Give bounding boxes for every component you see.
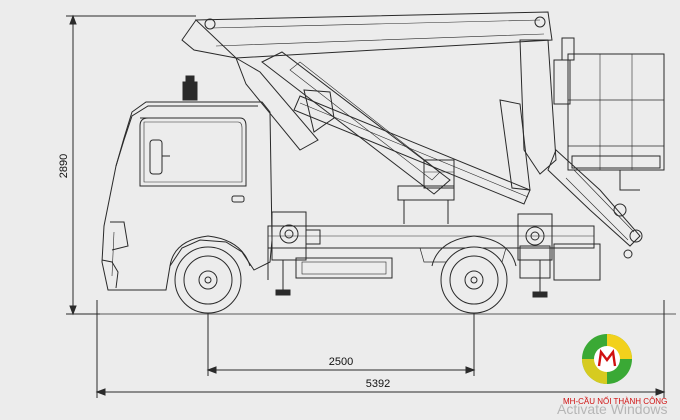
- lower-boom-arm: [261, 51, 451, 195]
- truck-cab: [101, 101, 273, 291]
- hydraulic-cylinder: [235, 39, 557, 205]
- cab-window: [139, 117, 247, 187]
- rear-wheel: [431, 235, 517, 314]
- logo-caption: MH-CẦU NỐI THÀNH CÔNG: [563, 397, 668, 406]
- height-dimension-label: 2890: [58, 154, 70, 178]
- overall-length-dimension-line: [95, 300, 666, 398]
- overall-length-dimension-label: 5392: [366, 378, 390, 390]
- work-basket: [553, 37, 665, 191]
- wheelbase-dimension-line: [206, 264, 476, 376]
- door-handle: [231, 195, 245, 203]
- mirror: [149, 139, 170, 175]
- mh-logo-icon: [582, 334, 632, 384]
- front-outrigger: [271, 211, 321, 296]
- front-wheel: [169, 235, 251, 314]
- boom-base: [397, 159, 455, 224]
- activate-windows-watermark: Activate Windows: [557, 401, 668, 417]
- beacon-light: [182, 75, 198, 101]
- wheelbase-dimension-label: 2500: [329, 356, 353, 368]
- upper-boom-arm: [181, 11, 553, 59]
- chassis-frame: [267, 225, 601, 281]
- boom-brace-rear: [547, 149, 643, 259]
- rear-outrigger: [517, 213, 553, 298]
